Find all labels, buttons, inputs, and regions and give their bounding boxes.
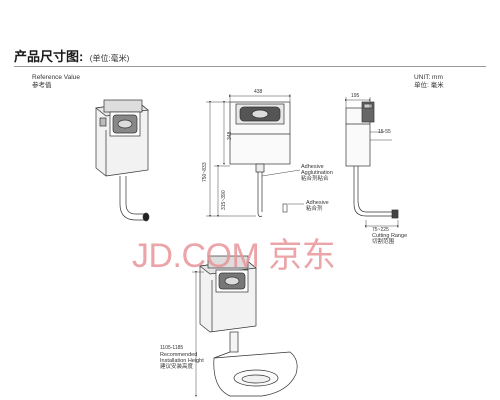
installed-view — [199, 255, 298, 397]
unit-label-en: UNIT: mm — [414, 74, 443, 81]
section-header: 产品尺寸图: (单位:毫米) — [14, 46, 129, 66]
dim-height-upper: 348 — [227, 131, 233, 140]
unit-label-cn: 单位: 毫米 — [414, 82, 444, 89]
dim-height-total: 750~833 — [202, 162, 208, 182]
adhesive-agglutination-label-1: Adhesive — [301, 164, 324, 170]
adhesive-label-2: 粘合剂 — [306, 206, 323, 212]
reference-label-en: Reference Value — [32, 74, 80, 81]
dim-install-height: 1105-1185 — [160, 345, 184, 351]
adhesive-agglutination-label-2: Agglutination — [301, 170, 333, 176]
header-divider — [14, 66, 486, 67]
install-height-label-1: Recommended — [160, 352, 198, 358]
front-view — [229, 101, 291, 217]
adhesive-agglutination-label-3: 粘合剂粘合 — [301, 176, 329, 182]
cutting-range-label-en: Cutting Range — [372, 233, 408, 239]
unit-note: (单位:毫米) — [89, 54, 130, 63]
jd-watermark: JD.COM 京东 — [132, 237, 336, 275]
install-height-label-2: Installation Height — [160, 358, 204, 364]
dim-cutting-range: 75~225 — [372, 227, 389, 233]
dim-width-front: 438 — [254, 89, 263, 95]
adhesive-label-1: Adhesive — [306, 200, 329, 206]
dim-depth-range: 15-55 — [378, 129, 391, 135]
reference-label-cn: 参考值 — [32, 82, 52, 89]
page-title: 产品尺寸图: — [14, 49, 84, 64]
side-view — [345, 101, 399, 219]
adhesive-plug — [282, 203, 288, 213]
dim-depth-side: 195 — [351, 93, 360, 99]
install-height-label-3: 建议安装高度 — [160, 364, 194, 370]
dim-height-lower: 315~390 — [221, 190, 227, 210]
perspective-cistern-view — [95, 99, 150, 222]
cutting-range-label-cn: 切割范围 — [372, 239, 395, 245]
